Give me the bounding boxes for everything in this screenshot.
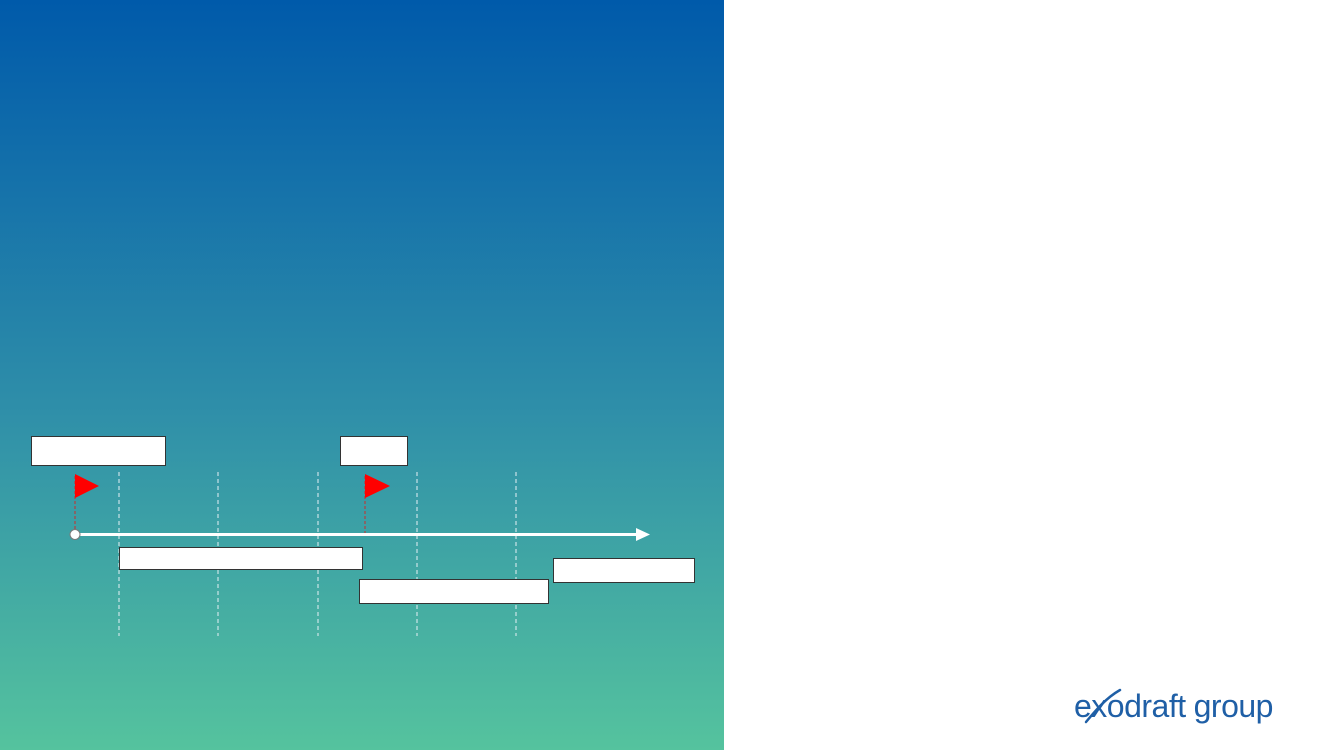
exodraft-group-logo: exodraft group	[1074, 684, 1273, 728]
milestone-flag-icon	[365, 474, 390, 498]
timeline-arrow-icon	[636, 528, 650, 541]
logo-suffix: group	[1193, 688, 1274, 724]
start-label-box	[31, 436, 166, 466]
logo-brand: exodraft	[1074, 688, 1186, 724]
phase-box-2	[359, 579, 549, 604]
logo-swoosh-icon	[1084, 688, 1122, 724]
timeline-start-dot	[69, 529, 81, 540]
phase-box-3	[553, 558, 695, 583]
milestone-label-box	[340, 436, 408, 466]
phase-box-1	[119, 547, 363, 570]
timeline-diagram	[69, 472, 650, 636]
start-flag-icon	[75, 474, 99, 498]
gradient-panel	[0, 0, 724, 750]
